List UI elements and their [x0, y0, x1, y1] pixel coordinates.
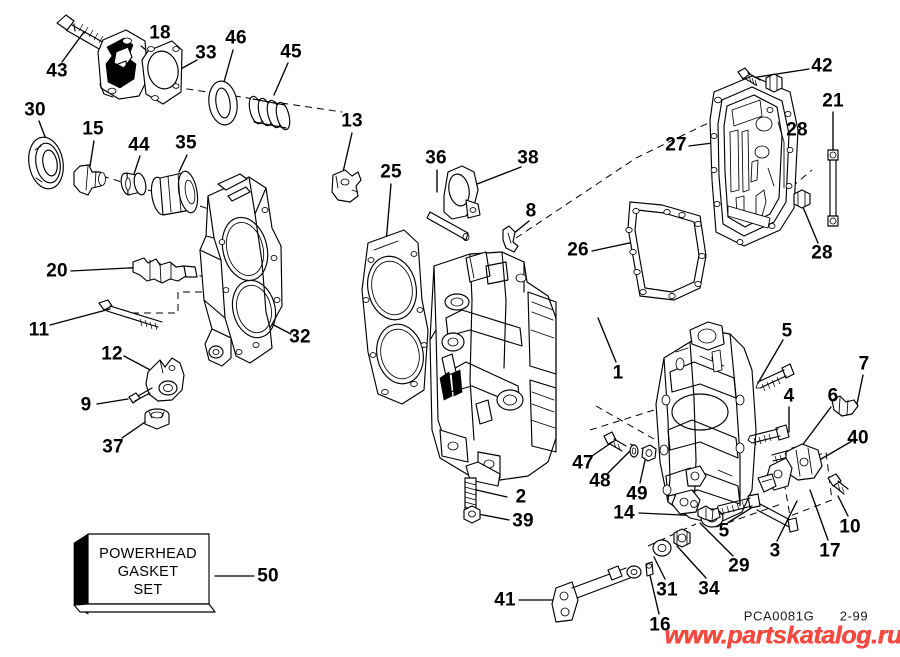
part-13-bracket: [331, 169, 362, 203]
part-37-nut: [144, 408, 170, 430]
callout-50: 50: [257, 565, 279, 587]
part-48-washer: [629, 444, 639, 458]
part-28-plug-lower: [793, 189, 811, 209]
callout-44: 44: [128, 134, 150, 156]
part-code-label: PCA0081G: [743, 608, 815, 624]
part-33-gasket: [141, 40, 183, 105]
callout-41: 41: [494, 589, 516, 611]
part-17-clamp: [757, 443, 823, 493]
site-watermark: www.partskatalog.ru: [664, 621, 900, 650]
callout-34: 34: [698, 578, 720, 600]
callout-18: 18: [149, 22, 171, 44]
callout-49: 49: [626, 483, 648, 505]
part-44-bushing: [120, 172, 147, 196]
part-32-cylinder-head: [199, 173, 283, 367]
part-27-exhaust-cover: [709, 75, 799, 247]
callout-25: 25: [380, 161, 402, 183]
part-38-lift-eye: [443, 165, 481, 220]
callout-8: 8: [525, 200, 537, 222]
part-11-stud: [98, 299, 163, 331]
callout-31: 31: [656, 579, 678, 601]
revision-date-label: 2-99: [839, 608, 869, 624]
part-28-plug-upper: [765, 73, 783, 93]
part-4-bolt: [747, 424, 790, 446]
callout-3: 3: [769, 540, 781, 562]
callout-32: 32: [289, 326, 311, 348]
part-12-lever: [145, 357, 185, 402]
callout-27: 27: [665, 134, 687, 156]
callout-28: 28: [786, 119, 808, 141]
callout-30: 30: [24, 99, 46, 121]
part-41-link-rod: [551, 565, 631, 623]
part-21-tie-rod: [827, 149, 839, 227]
part-16-clip: [645, 561, 654, 577]
part-36-dowel: [426, 211, 470, 242]
callout-4: 4: [783, 385, 795, 407]
part-29-nut: [673, 528, 691, 548]
part-42-screw: [737, 67, 761, 87]
gasket-box-line-1: POWERHEAD: [99, 546, 197, 563]
callout-6: 6: [827, 385, 839, 407]
part-9-pin: [128, 387, 153, 404]
part-39-nut: [463, 505, 481, 524]
part-26-exhaust-gasket: [625, 201, 707, 301]
part-46-oring: [208, 80, 238, 126]
callout-35: 35: [175, 132, 197, 154]
callout-33: 33: [195, 42, 217, 64]
callout-46: 46: [225, 27, 247, 49]
crankcase-right: [655, 321, 757, 528]
part-45-spring: [248, 95, 291, 131]
callout-11: 11: [28, 319, 50, 341]
part-18-housing: [97, 29, 149, 100]
part-47-screw: [603, 431, 627, 452]
callout-7: 7: [858, 353, 870, 375]
part-20-spark-plug: [132, 257, 198, 284]
part-5-bolt-upper: [755, 363, 795, 392]
part-10-screw: [827, 473, 849, 495]
callout-37: 37: [102, 436, 124, 458]
callout-9: 9: [80, 394, 92, 416]
callout-40: 40: [847, 427, 869, 449]
part-31-washer: [626, 565, 642, 579]
callout-1: 1: [612, 362, 624, 384]
callout-2: 2: [515, 486, 527, 508]
callout-14: 14: [613, 502, 635, 524]
part-49-nut: [641, 444, 657, 462]
cylinder-block-center: [429, 251, 557, 487]
part-50-gasket-box: [73, 533, 216, 615]
gasket-box-line-2: GASKET: [117, 564, 179, 581]
part-14-plug: [697, 505, 721, 522]
gasket-box-line-3: SET: [133, 582, 163, 599]
callout-13: 13: [341, 110, 363, 132]
callout-43: 43: [46, 60, 68, 82]
callout-39: 39: [512, 510, 534, 532]
callout-16: 16: [649, 614, 671, 636]
callout-28: 28: [811, 242, 833, 264]
part-25-head-gasket: [361, 229, 429, 405]
part-7-fitting: [831, 395, 859, 417]
callout-42: 42: [811, 55, 833, 77]
part-8-clip: [502, 225, 519, 253]
callout-29: 29: [728, 555, 750, 577]
callout-47: 47: [572, 452, 594, 474]
callout-38: 38: [517, 147, 539, 169]
callout-5: 5: [781, 320, 793, 342]
callout-5: 5: [718, 520, 730, 542]
callout-10: 10: [839, 516, 861, 538]
part-30-seal: [28, 136, 64, 190]
part-35-grommet: [150, 170, 199, 216]
callout-45: 45: [280, 41, 302, 63]
callout-20: 20: [46, 260, 68, 282]
callout-48: 48: [589, 470, 611, 492]
callout-15: 15: [82, 118, 104, 140]
callout-36: 36: [425, 147, 447, 169]
part-3-stud: [756, 503, 799, 533]
callout-21: 21: [822, 90, 844, 112]
callout-12: 12: [101, 343, 123, 365]
callout-17: 17: [819, 540, 841, 562]
part-15-fitting: [73, 164, 106, 196]
part-34-washer: [652, 539, 672, 557]
callout-26: 26: [567, 239, 589, 261]
